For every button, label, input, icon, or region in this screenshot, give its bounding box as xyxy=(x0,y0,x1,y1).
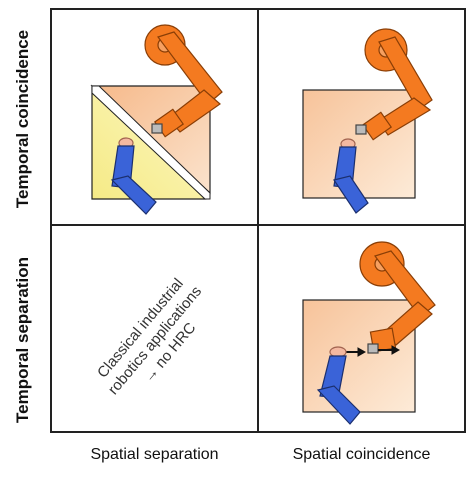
shared-workspace-zone xyxy=(302,89,416,199)
human-arm-icon xyxy=(110,137,157,215)
quadrant-bottom-right xyxy=(302,241,436,425)
matrix-grid xyxy=(50,8,466,433)
y-label-bottom: Temporal separation xyxy=(13,257,32,423)
robot-arm-icon xyxy=(355,28,433,141)
y-label-top: Temporal coincidence xyxy=(13,29,32,209)
x-label-right: Spatial coincidence xyxy=(292,446,431,463)
robot-arm-icon xyxy=(144,24,223,138)
human-arm-icon xyxy=(333,138,369,214)
quadrant-top-right xyxy=(302,28,433,214)
quadrant-top-left xyxy=(90,24,223,215)
separation-barrier xyxy=(91,85,211,200)
x-label-left: Spatial separation xyxy=(90,446,219,463)
robot-arm-icon xyxy=(359,241,436,354)
human-arm-icon xyxy=(316,346,361,425)
